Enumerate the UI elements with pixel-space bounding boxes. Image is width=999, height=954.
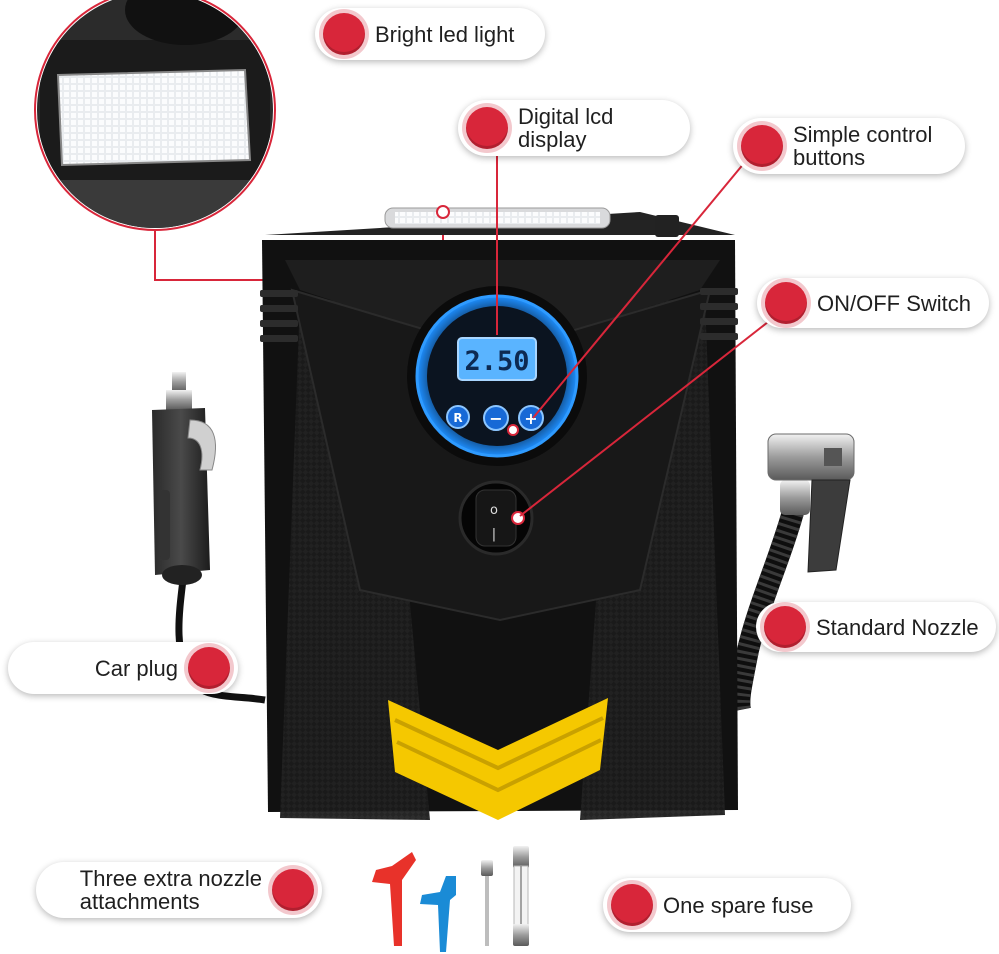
callout-dot: [764, 606, 806, 648]
callout-connectors: [496, 148, 769, 517]
plus-button-label: +: [524, 409, 537, 428]
reset-button[interactable]: [446, 405, 470, 429]
callout-spare-fuse: One spare fuse: [603, 878, 851, 932]
callout-dot: [188, 647, 230, 689]
callout-dot: [741, 125, 783, 167]
callout-dot: [466, 107, 508, 149]
callout-dot: [765, 282, 807, 324]
switch-off-mark: |: [492, 527, 496, 542]
callout-dot: [323, 13, 365, 55]
callout-text: Standard Nozzle: [816, 614, 979, 640]
callout-dot: [272, 869, 314, 911]
callout-dot: [611, 884, 653, 926]
power-switch[interactable]: o |: [458, 480, 534, 556]
callout-bright-led: Bright led light: [315, 8, 545, 60]
yellow-chevron: [388, 698, 608, 820]
car-plug: [152, 372, 216, 585]
minus-button-label: −: [489, 409, 502, 428]
callout-car-plug: Car plug: [8, 642, 238, 694]
switch-on-mark: o: [490, 503, 498, 518]
callout-standard-nozzle: Standard Nozzle: [756, 602, 996, 652]
callout-text: One spare fuse: [663, 892, 814, 918]
nozzle-attachments: [372, 846, 529, 952]
led-zoom-inset: [34, 0, 276, 231]
lcd-reading: 2.50: [464, 346, 529, 377]
minus-button[interactable]: [483, 405, 509, 431]
callout-onoff-switch: ON/OFF Switch: [757, 278, 989, 328]
lcd-panel: 2.50 R − +: [407, 286, 587, 466]
callout-text: ON/OFF Switch: [817, 290, 972, 316]
callout-text: Car plug: [94, 655, 178, 681]
callout-text: Bright led light: [375, 21, 515, 47]
standard-nozzle: [767, 433, 855, 573]
reset-button-label: R: [453, 411, 462, 425]
